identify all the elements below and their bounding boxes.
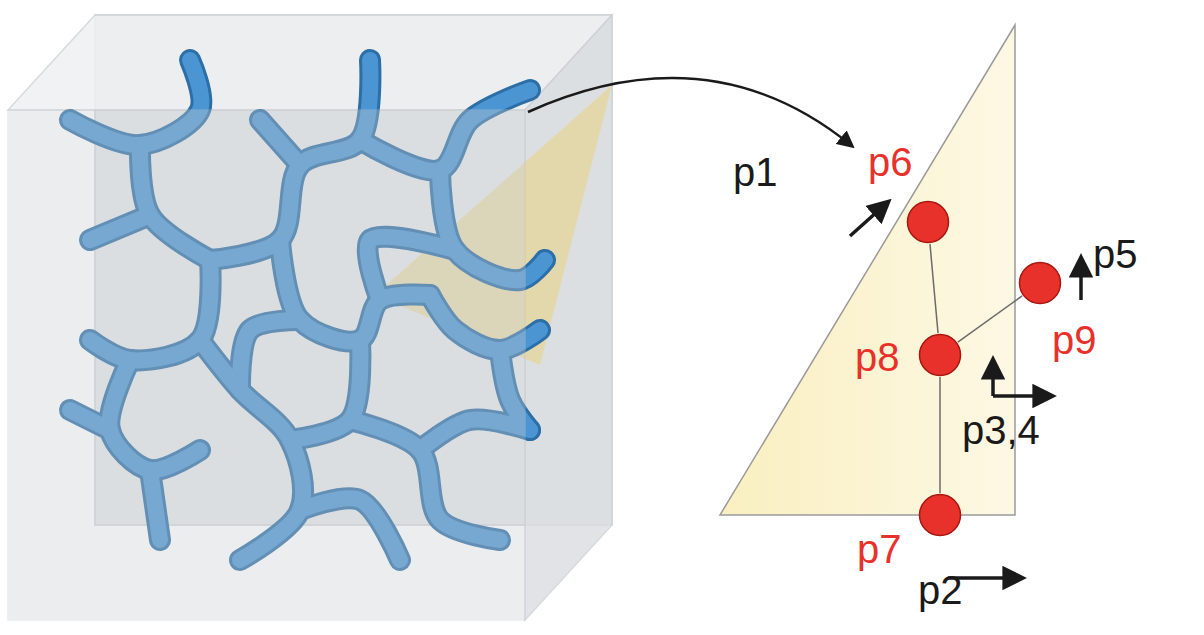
parameter-arrows (850, 202, 1081, 578)
point-circle (1020, 263, 1061, 304)
parameter-point: p9 (1018, 261, 1062, 305)
parameter-point: p8 (918, 333, 962, 377)
parameter-label: p2 (918, 568, 963, 612)
point-circle (920, 495, 961, 536)
point-label: p8 (855, 335, 900, 379)
link-line (939, 377, 941, 493)
point-label: p9 (1052, 318, 1097, 362)
point-label: p7 (857, 527, 902, 571)
parameter-label: p5 (1093, 232, 1138, 276)
parameter-label: p3,4 (962, 408, 1040, 452)
parameter-label: p1 (733, 150, 778, 194)
point-label: p6 (868, 140, 913, 184)
cube (8, 15, 612, 620)
point-circle (918, 333, 962, 377)
point-circle (906, 200, 950, 244)
parameter-point: p6 (906, 200, 950, 244)
link-line (930, 244, 938, 333)
callout-arrow (528, 78, 852, 146)
point-circle (1018, 261, 1062, 305)
point-circle (908, 202, 949, 243)
point-circle (920, 335, 961, 376)
parameter-point: p7 (918, 493, 962, 537)
point-circle (918, 493, 962, 537)
link-line (958, 296, 1022, 342)
